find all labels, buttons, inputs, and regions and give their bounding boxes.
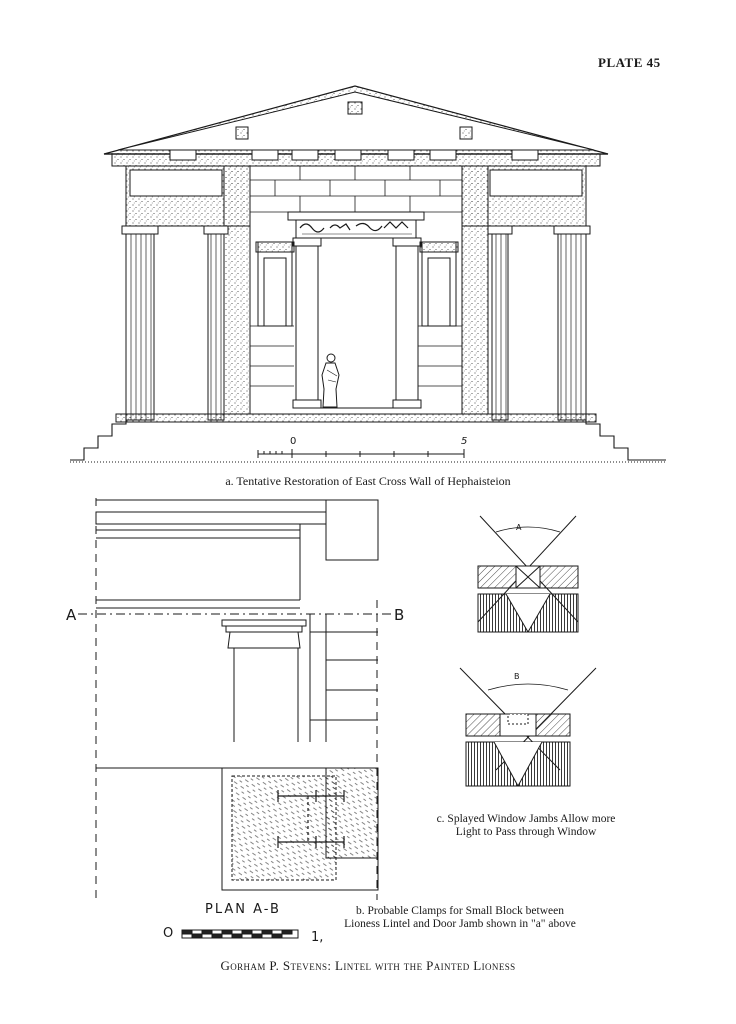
angle-label-b: B bbox=[514, 672, 520, 681]
lioness-frieze bbox=[299, 221, 412, 235]
column-right-outer bbox=[553, 225, 591, 421]
column-left-inner bbox=[203, 225, 229, 421]
caption-c-line-2: Light to Pass through Window bbox=[455, 826, 597, 838]
right-anta bbox=[461, 165, 489, 415]
caption-figure-a: a. Tentative Restoration of East Cross W… bbox=[225, 474, 511, 488]
plate-number: PLATE 45 bbox=[598, 55, 661, 70]
splay-diagram-b bbox=[459, 667, 597, 787]
caption-figure-b: b. Probable Clamps for Small Block betwe… bbox=[330, 905, 590, 931]
column-left-outer bbox=[121, 225, 159, 421]
caption-b-line-2: Lioness Lintel and Door Jamb shown in "a… bbox=[344, 918, 576, 930]
plan-label: PLAN A-B bbox=[205, 902, 281, 917]
scale-a-start-label: 0 bbox=[290, 436, 297, 447]
lioness-lintel bbox=[287, 211, 425, 221]
steps bbox=[70, 413, 666, 461]
scale-a-end-label: 5 bbox=[461, 436, 468, 447]
dentils bbox=[169, 149, 539, 161]
plate-footer-title: Gorham P. Stevens: Lintel with the Paint… bbox=[220, 958, 516, 973]
section-label-b: B bbox=[394, 606, 405, 624]
figure-b-detail-drawing bbox=[78, 498, 392, 939]
figure-a-restoration-drawing bbox=[70, 85, 666, 463]
human-figure bbox=[321, 353, 340, 408]
left-anta bbox=[223, 165, 251, 415]
caption-c-line-1: c. Splayed Window Jambs Allow more bbox=[436, 813, 616, 825]
figure-c-splay-diagrams bbox=[459, 515, 597, 787]
section-label-a: A bbox=[66, 606, 77, 624]
splay-diagram-a bbox=[477, 515, 579, 633]
scale-b-start-label: O bbox=[163, 926, 174, 941]
scale-bar-b bbox=[181, 929, 299, 939]
caption-figure-c: c. Splayed Window Jambs Allow more Light… bbox=[420, 813, 632, 839]
scale-bar-a bbox=[257, 449, 465, 458]
angle-label-a: A bbox=[516, 523, 522, 532]
column-right-inner bbox=[487, 225, 513, 421]
clamps bbox=[277, 790, 345, 848]
caption-b-line-1: b. Probable Clamps for Small Block betwe… bbox=[356, 905, 564, 917]
scale-b-end-label: 1, bbox=[311, 930, 324, 945]
